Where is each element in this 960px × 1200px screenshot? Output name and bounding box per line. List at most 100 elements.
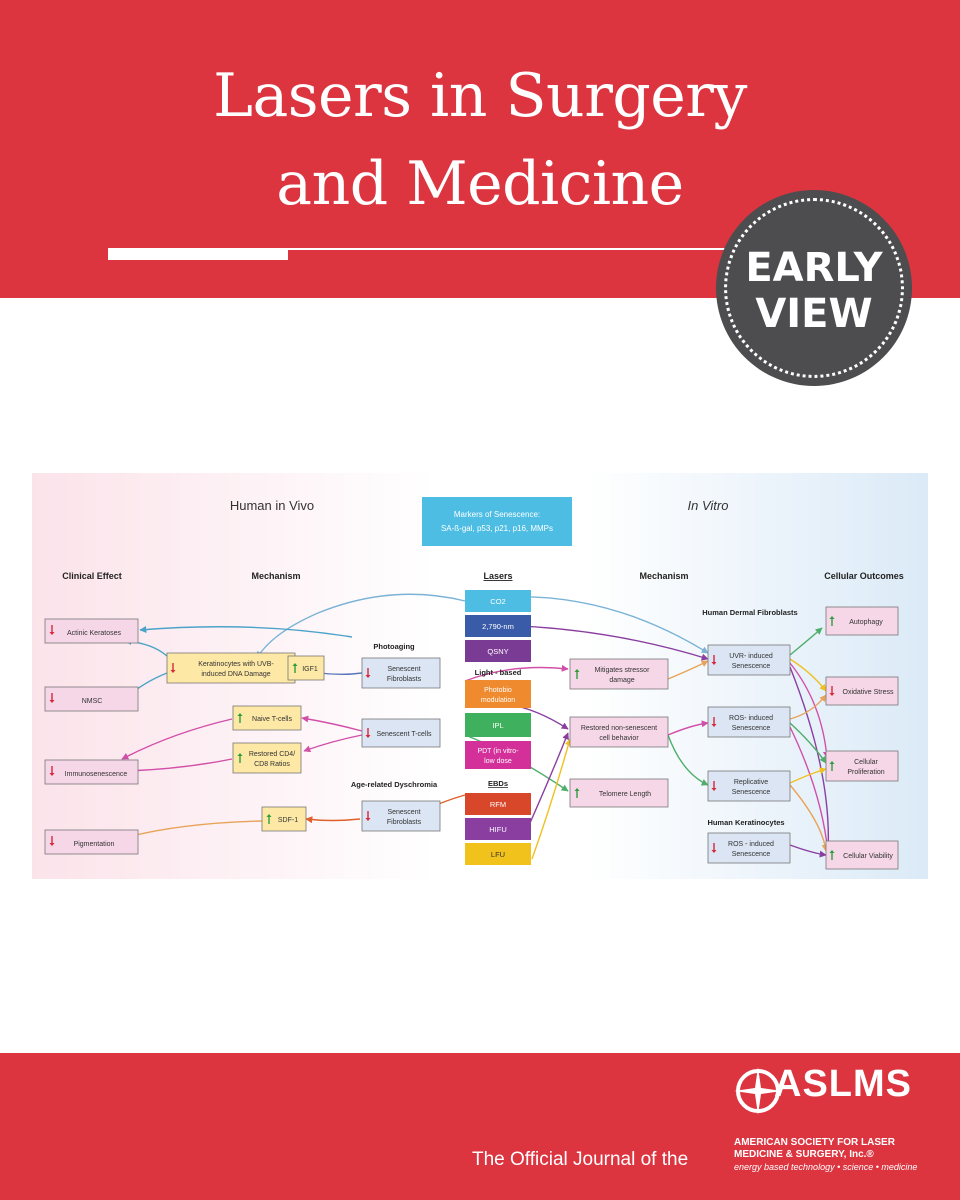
repl-line1: Replicative [734,779,768,786]
mech-sdf1-label: SDF-1 [278,817,298,824]
mech-igf1-label: IGF1 [302,666,318,673]
mitig-line2: damage [609,677,634,684]
repl-line2: Senescence [732,789,771,796]
telomere-label: Telomere Length [599,791,651,798]
mech-cd4-line2: CD8 Ratios [254,761,290,768]
section-title-in-vivo: Human in Vivo [230,498,314,513]
autophagy-label: Autophagy [849,619,883,626]
group-photoaging: Photoaging [373,642,415,651]
laser-rfm-label: RFM [490,800,506,809]
laser-pdt-line2: low dose [484,758,512,765]
laser-hifu-label: HIFU [489,825,507,834]
mech-igf1: IGF1 [287,655,325,681]
laser-2790nm: 2,790-nm [465,615,531,637]
aslms-org-line1: AMERICAN SOCIETY FOR LASER [734,1137,895,1148]
viability-label: Cellular Viability [843,853,893,860]
group-keratinocytes: Human Keratinocytes [707,818,784,827]
mech-naive-label: Naive T-cells [252,716,292,723]
ros2-line2: Senescence [732,851,771,858]
official-journal-text: The Official Journal of the [472,1149,689,1170]
title-rule-thick [108,250,288,260]
laser-pdt-line1: PDT (in vitro- [477,748,519,755]
restored-line2: cell behavior [599,735,639,742]
col-header-mechanism-right: Mechanism [639,571,688,581]
restored-line1: Restored non-senescent [581,725,657,732]
laser-pdt: PDT (in vitro- low dose [465,741,531,769]
laser-lfu: LFU [465,843,531,865]
laser-ipl: IPL [465,713,531,737]
clinical-nmsc-label: NMSC [82,698,103,705]
ros1-line2: Senescence [732,725,771,732]
prolif-line2: Proliferation [847,769,884,776]
fib1-line1: Senescent [387,666,420,673]
vitro-ros-senescence-keratinocyte: ROS - induced Senescence [707,832,791,864]
ros1-line1: ROS- induced [729,715,773,722]
aslms-logo: ASLMS AMERICAN SOCIETY FOR LASER MEDICIN… [734,1063,924,1195]
uvr-line2: Senescence [732,663,771,670]
senescent-fibroblasts-dyschromia: Senescent Fibroblasts [361,800,441,832]
section-title-in-vitro: In Vitro [688,498,729,513]
clinical-pigmentation: Pigmentation [44,829,139,855]
badge-line1: EARLY [745,245,883,291]
mech-restored-non-senescent: Restored non-senescent cell behavior [569,716,669,748]
senescent-tcells: Senescent T-cells [361,718,441,748]
laser-qsny: QSNY [465,640,531,662]
early-view-badge: EARLY VIEW [716,190,912,386]
laser-lfu-label: LFU [491,850,505,859]
fib1-line2: Fibroblasts [387,676,422,683]
markers-box [422,497,572,546]
mech-mitigates-stressor-damage: Mitigates stressor damage [569,658,669,690]
outcome-cellular-viability: Cellular Viability [825,840,899,870]
group-dermal-fibroblasts: Human Dermal Fibroblasts [702,608,797,617]
vitro-ros-senescence-fibroblast: ROS- induced Senescence [707,706,791,738]
laser-rfm: RFM [465,793,531,815]
mech-kera-line2: induced DNA Damage [201,671,270,678]
laser-co2-label: CO2 [490,597,505,606]
mech-keratinocytes-uvb: Keratinocytes with UVB- induced DNA Dama… [166,652,296,684]
ros2-line1: ROS - induced [728,841,774,848]
col-header-cellular-outcomes: Cellular Outcomes [824,571,904,581]
mech-restored-cd4-cd8: Restored CD4/ CD8 Ratios [232,742,302,774]
laser-pbm-line1: Photobio [484,687,512,694]
fib2-line1: Senescent [387,809,420,816]
vitro-uvr-senescence: UVR- induced Senescence [707,644,791,676]
mech-sdf1: SDF-1 [261,806,307,832]
group-dyschromia: Age-related Dyschromia [351,780,438,789]
tcells-label: Senescent T-cells [376,731,432,738]
clinical-actinic-keratoses: Actinic Keratoses [44,618,139,644]
laser-ipl-label: IPL [492,721,503,730]
clinical-pigment-label: Pigmentation [74,841,115,848]
laser-group-light-based: Light - based [475,668,522,677]
aslms-org-line2: MEDICINE & SURGERY, Inc.® [734,1149,874,1160]
markers-title: Markers of Senescence: [454,510,540,519]
mech-telomere-length: Telomere Length [569,778,669,808]
fib2-line2: Fibroblasts [387,819,422,826]
laser-qsny-label: QSNY [487,647,508,656]
title-rule-thin [108,248,728,250]
clinical-immuno-label: Immunosenescence [65,771,128,778]
col-header-mechanism-left: Mechanism [251,571,300,581]
laser-2790-label: 2,790-nm [482,622,514,631]
col-header-clinical-effect: Clinical Effect [62,571,122,581]
mech-kera-line1: Keratinocytes with UVB- [198,661,274,668]
aslms-tagline: energy based technology • science • medi… [734,1162,918,1172]
cover-footer: The Official Journal of the ASLMS AMERIC… [0,1053,960,1200]
laser-group-ebds: EBDs [488,779,508,788]
prolif-line1: Cellular [854,759,878,766]
journal-title-line2: and Medicine [276,149,684,219]
oxidative-label: Oxidative Stress [843,689,894,696]
laser-hifu: HIFU [465,818,531,840]
journal-title-line1: Lasers in Surgery [213,61,747,131]
aslms-logo-text: ASLMS [774,1063,912,1105]
laser-pbm-line2: modulation [481,697,515,704]
outcome-autophagy: Autophagy [825,606,899,636]
mech-cd4-line1: Restored CD4/ [249,751,295,758]
aslms-star-icon [734,1067,782,1115]
clinical-nmsc: NMSC [44,686,139,712]
laser-photobiomodulation: Photobio modulation [465,680,531,708]
graphical-abstract-figure: Human in Vivo In Vitro Markers of Senesc… [32,473,928,879]
clinical-immunosenescence: Immunosenescence [44,759,139,785]
uvr-line1: UVR- induced [729,653,773,660]
outcome-cellular-proliferation: Cellular Proliferation [825,750,899,782]
col-header-lasers: Lasers [483,571,512,581]
